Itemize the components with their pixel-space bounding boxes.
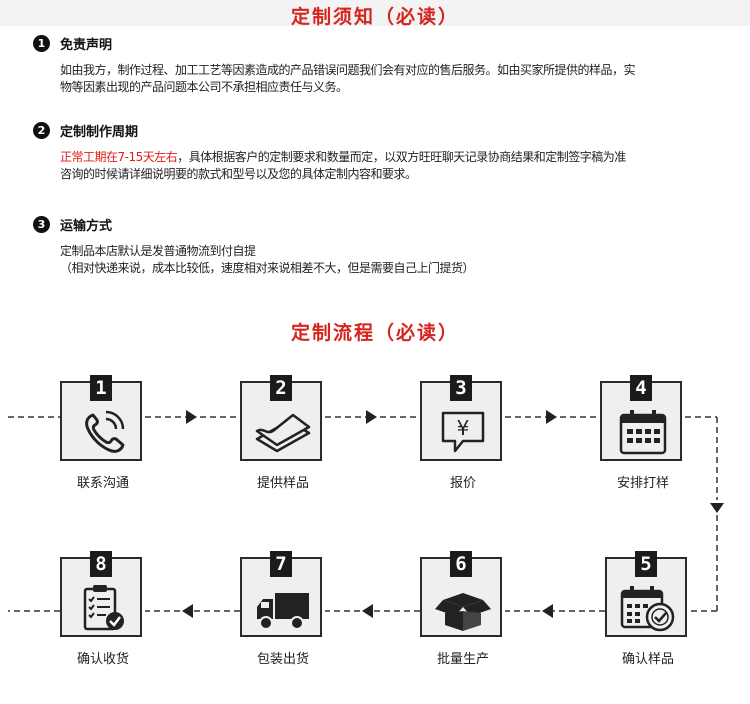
step-8-card: 8 bbox=[60, 551, 142, 637]
step-5-label: 确认样品 bbox=[621, 652, 674, 667]
number-badge: 2 bbox=[33, 121, 50, 139]
step-number: 2 bbox=[270, 375, 292, 401]
calendar-icon bbox=[619, 410, 667, 455]
step-1-card: 1 bbox=[60, 375, 142, 461]
step-6-card: 6 bbox=[420, 551, 502, 637]
period-highlight: 正常工期在7-15天左右 bbox=[60, 150, 178, 164]
section-title: 免责声明 bbox=[60, 37, 113, 53]
body-line: （相对快递来说，成本比较低，速度相对来说相差不大，但是需要自己上门提货） bbox=[60, 261, 475, 275]
step-number: 8 bbox=[90, 551, 112, 577]
section-disclaimer: 1 免责声明 如由我方，制作过程、加工工艺等因素造成的产品错误问题我们会有对应的… bbox=[33, 33, 723, 96]
body-line: 物等因素出现的产品问题本公司不承担相应责任与义务。 bbox=[60, 80, 348, 94]
step-7-card: 7 bbox=[240, 551, 322, 637]
box-icon bbox=[435, 593, 491, 631]
step-6-label: 批量生产 bbox=[436, 652, 489, 667]
clipboard-check-icon bbox=[83, 585, 124, 631]
truck-icon bbox=[257, 593, 309, 630]
price-chat-icon: ¥ bbox=[441, 411, 485, 453]
phone-icon bbox=[85, 410, 125, 453]
number-badge: 1 bbox=[33, 34, 50, 52]
step-3-card: 3 ¥ bbox=[420, 375, 502, 461]
top-banner bbox=[0, 0, 750, 26]
step-number: 4 bbox=[630, 375, 652, 401]
section-production-period: 2 定制制作周期 正常工期在7-15天左右，具体根据客户的定制要求和数量而定，以… bbox=[33, 120, 723, 183]
body-line: 如由我方，制作过程、加工工艺等因素造成的产品错误问题我们会有对应的售后服务。如由… bbox=[60, 63, 636, 77]
step-4-label: 安排打样 bbox=[616, 476, 669, 491]
body-line: 咨询的时候请详细说明要的款式和型号以及您的具体定制内容和要求。 bbox=[60, 167, 417, 181]
step-4-card: 4 bbox=[600, 375, 682, 461]
body-line: 正常工期在7-15天左右，具体根据客户的定制要求和数量而定，以双方旺旺聊天记录协… bbox=[60, 149, 723, 166]
step-2-label: 提供样品 bbox=[256, 476, 309, 491]
section-title: 运输方式 bbox=[60, 218, 113, 234]
step-5-card: 5 bbox=[605, 551, 687, 637]
price-symbol: ¥ bbox=[457, 416, 470, 440]
step-7-label: 包装出货 bbox=[256, 652, 309, 667]
step-2-card: 2 bbox=[240, 375, 322, 461]
step-1-label: 联系沟通 bbox=[76, 476, 129, 491]
notice-title: 定制须知（必读） bbox=[290, 6, 459, 28]
step-8-label: 确认收货 bbox=[76, 652, 129, 667]
section-shipping: 3 运输方式 定制品本店默认是发普通物流到付自提 （相对快递来说，成本比较低，速… bbox=[33, 214, 723, 277]
body-text: ，具体根据客户的定制要求和数量而定，以双方旺旺聊天记录协商结果和定制签字稿为准 bbox=[177, 150, 626, 164]
section-title: 定制制作周期 bbox=[60, 124, 139, 140]
step-number: 6 bbox=[450, 551, 472, 577]
step-number: 7 bbox=[270, 551, 292, 577]
number-badge: 3 bbox=[33, 215, 50, 233]
step-3-label: 报价 bbox=[449, 476, 476, 491]
calendar-check-icon bbox=[620, 586, 675, 632]
step-number: 5 bbox=[635, 551, 657, 577]
step-number: 1 bbox=[90, 375, 112, 401]
body-line: 定制品本店默认是发普通物流到付自提 bbox=[60, 244, 256, 258]
step-number: 3 bbox=[450, 375, 472, 401]
process-title: 定制流程（必读） bbox=[290, 322, 459, 344]
paper-sheets-icon bbox=[255, 413, 311, 453]
